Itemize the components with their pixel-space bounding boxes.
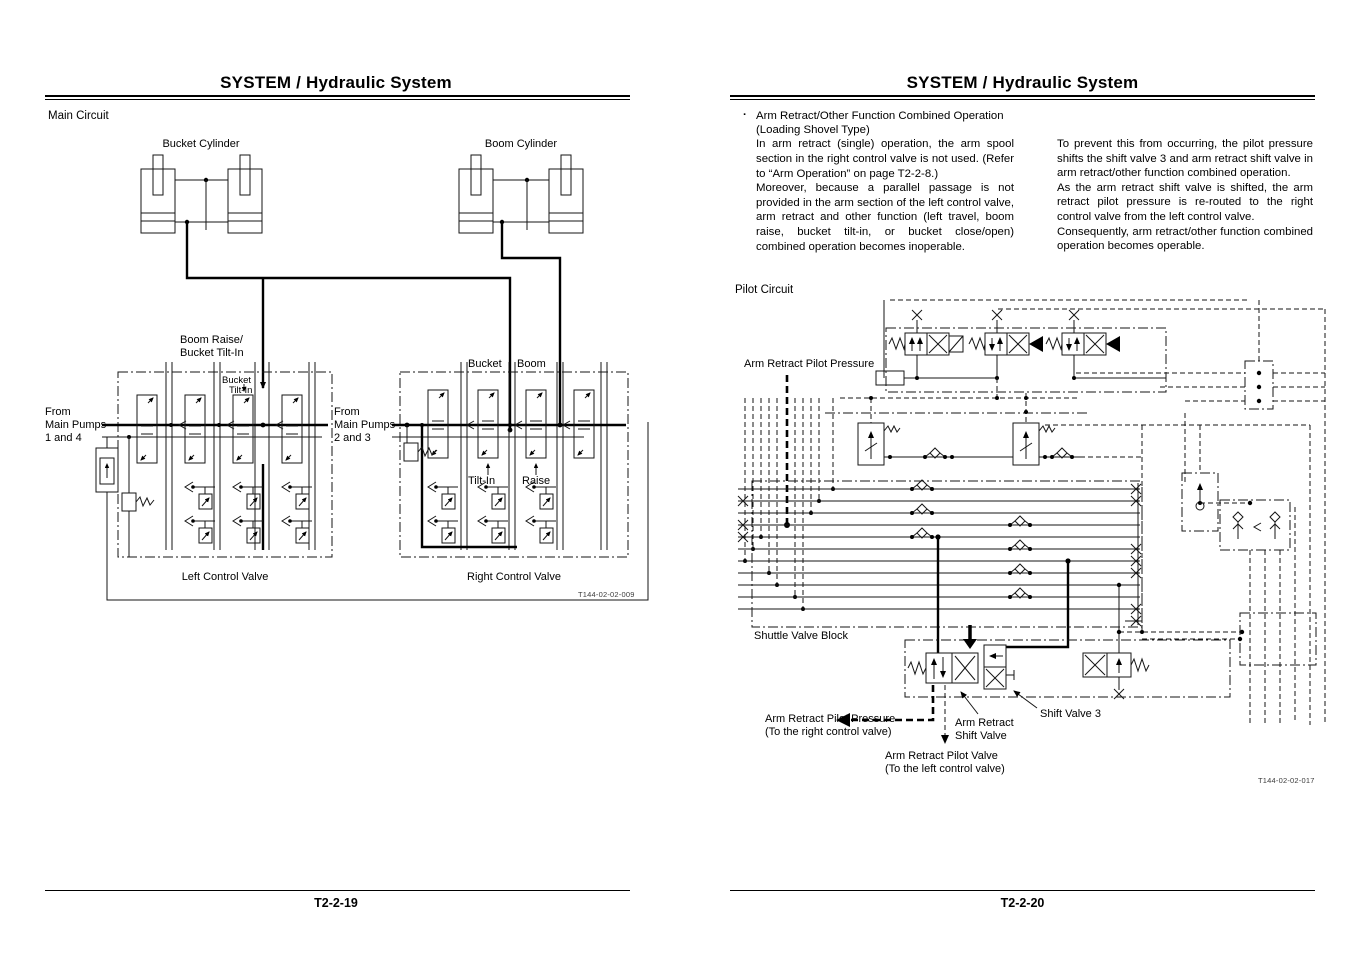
intro-column-1: Arm Retract/Other Function Combined Oper… [756,109,1014,254]
shift-valve-3-label: Shift Valve 3 [1040,708,1101,720]
from-pumps14-label-1: From [45,406,71,418]
intro-column-2: To prevent this from occurring, the pilo… [1057,137,1313,254]
intro-title-line-1: Arm Retract/Other Function Combined Oper… [756,110,1004,122]
bucket-tilt-small-label-1: Bucket [222,375,251,386]
main-circuit-diagram: Bucket Cylinder Boom Cylinder [45,138,649,601]
left-footer-rule [45,890,630,891]
left-control-valve-box [117,371,333,558]
shuttle-valve-block-label: Shuttle Valve Block [754,630,848,642]
check-valve-clusters [185,482,556,543]
left-control-valve-caption: Left Control Valve [182,571,269,583]
bucket-line [185,222,513,550]
work-port-lines [165,362,608,550]
right-check-valves [1137,472,1291,625]
boom-port-label: Boom [517,358,546,370]
boom-cylinder-label: Boom Cylinder [485,138,557,150]
bold-internal-path [420,425,517,549]
arm-retract-shift-valve-label-1: Arm Retract [955,717,1014,729]
right-page-number: T2-2-20 [1000,896,1045,910]
pump-supply-lines [102,420,626,439]
boom-raise-label-2: Bucket Tilt-In [180,347,244,359]
arpp-to-right-label-2: (To the right control valve) [765,726,892,738]
right-section-label: Pilot Circuit [735,284,794,296]
from-pumps23-label-1: From [334,406,360,418]
left-header-rule [45,95,630,100]
intro-title-line-2: (Loading Shovel Type) [756,124,870,137]
right-header-rule [730,95,1315,100]
arm-retract-shift-valve-label-2: Shift Valve [955,730,1007,742]
intro-col1-para-2: Moreover, because a parallel passage is … [756,182,1014,253]
boom-cylinder-symbol [458,154,584,234]
bucket-port-label: Bucket [468,358,502,370]
left-section-label: Main Circuit [48,110,109,122]
arm-retract-shift-valve [907,652,979,684]
pilot-solenoid-valve-group [875,300,1167,393]
arm-retract-pilot-pressure-label: Arm Retract Pilot Pressure [744,358,874,370]
from-pumps23-label-2: Main Pumps [334,419,396,431]
from-pumps14-label-2: Main Pumps [45,419,107,431]
bucket-tilt-small-label-2: Tilt-In [229,385,252,396]
left-page-number: T2-2-19 [314,896,358,910]
intro-col1-para-1: In arm retract (single) operation, the a… [756,138,1014,180]
right-control-valve-box [399,371,629,558]
arpv-to-left-label-2: (To the left control valve) [885,763,1005,775]
arpp-to-right-label-1: Arm Retract Pilot Pressure [765,713,895,725]
right-footer-rule [730,890,1315,891]
pilot-shift-solenoid-valve [1082,629,1150,700]
raise-label: Raise [522,475,550,487]
left-page-title: SYSTEM / Hydraulic System [220,73,452,92]
right-figure-code: T144-02-02-017 [1258,776,1315,785]
right-control-valve-caption: Right Control Valve [467,571,561,583]
pilot-main-connections [935,534,1122,653]
pilot-output-lines [836,685,1038,744]
left-figure-code: T144-02-02-009 [578,590,635,599]
arpv-to-left-label-1: Arm Retract Pilot Valve [885,750,998,762]
shift-valve-3 [963,625,1015,690]
boom-raise-label-1: Boom Raise/ [180,334,244,346]
bypass-and-relief-valves [95,422,649,601]
intro-col2-para-3: Consequently, arm retract/other function… [1057,225,1313,253]
shift-valve-box [904,625,1231,700]
tank-symbol [875,370,905,386]
from-pumps14-label-3: 1 and 4 [45,432,82,444]
tilt-in-label: Tilt-In [468,475,495,487]
shuttle-valve-block: Shuttle Valve Block [737,479,1143,642]
pilot-line-network [825,299,1326,725]
intro-col2-para-1: To prevent this from occurring, the pilo… [1057,138,1313,180]
intro-col2-para-2: As the arm retract shift valve is shifte… [1057,181,1313,223]
bucket-cylinder-symbol [140,154,263,234]
pilot-circuit-diagram: Arm Retract Pilot Pressure Shuttle V [737,299,1326,775]
from-pumps23-label-3: 2 and 3 [334,432,371,444]
bucket-cylinder-label: Bucket Cylinder [162,138,239,150]
intro-bullet: · [743,109,747,121]
pressure-reducing-valves [858,423,1142,465]
junction-block [1239,612,1317,666]
right-page-title: SYSTEM / Hydraulic System [906,73,1139,92]
